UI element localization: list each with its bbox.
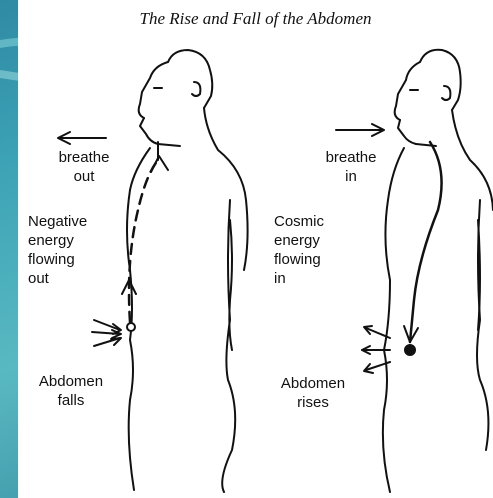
- right-abdomen-line-2: rises: [270, 393, 356, 412]
- right-flow-line-1: Cosmic: [274, 212, 324, 231]
- right-breathe-line-1: breathe: [316, 148, 386, 167]
- left-abdomen-label: Abdomen falls: [26, 372, 116, 410]
- right-abdomen-line-1: Abdomen: [270, 374, 356, 393]
- figures-illustration: [18, 0, 493, 498]
- left-flow-line-1: Negative: [28, 212, 87, 231]
- left-flow-label: Negative energy flowing out: [28, 212, 87, 288]
- right-flow-line-4: in: [274, 269, 324, 288]
- right-flow-label: Cosmic energy flowing in: [274, 212, 324, 288]
- left-flow-line-2: energy: [28, 231, 87, 250]
- right-breathe-label: breathe in: [316, 148, 386, 186]
- right-flow-line-2: energy: [274, 231, 324, 250]
- right-figure: [336, 50, 493, 492]
- left-abdomen-line-1: Abdomen: [26, 372, 116, 391]
- left-breathe-label: breathe out: [44, 148, 124, 186]
- right-breathe-line-2: in: [316, 167, 386, 186]
- left-flow-line-3: flowing: [28, 250, 87, 269]
- left-breathe-line-1: breathe: [44, 148, 124, 167]
- left-abdomen-line-2: falls: [26, 391, 116, 410]
- diagram-panel: The Rise and Fall of the Abdomen: [18, 0, 493, 498]
- left-flow-line-4: out: [28, 269, 87, 288]
- right-flow-line-3: flowing: [274, 250, 324, 269]
- left-breathe-line-2: out: [44, 167, 124, 186]
- right-abdomen-label: Abdomen rises: [270, 374, 356, 412]
